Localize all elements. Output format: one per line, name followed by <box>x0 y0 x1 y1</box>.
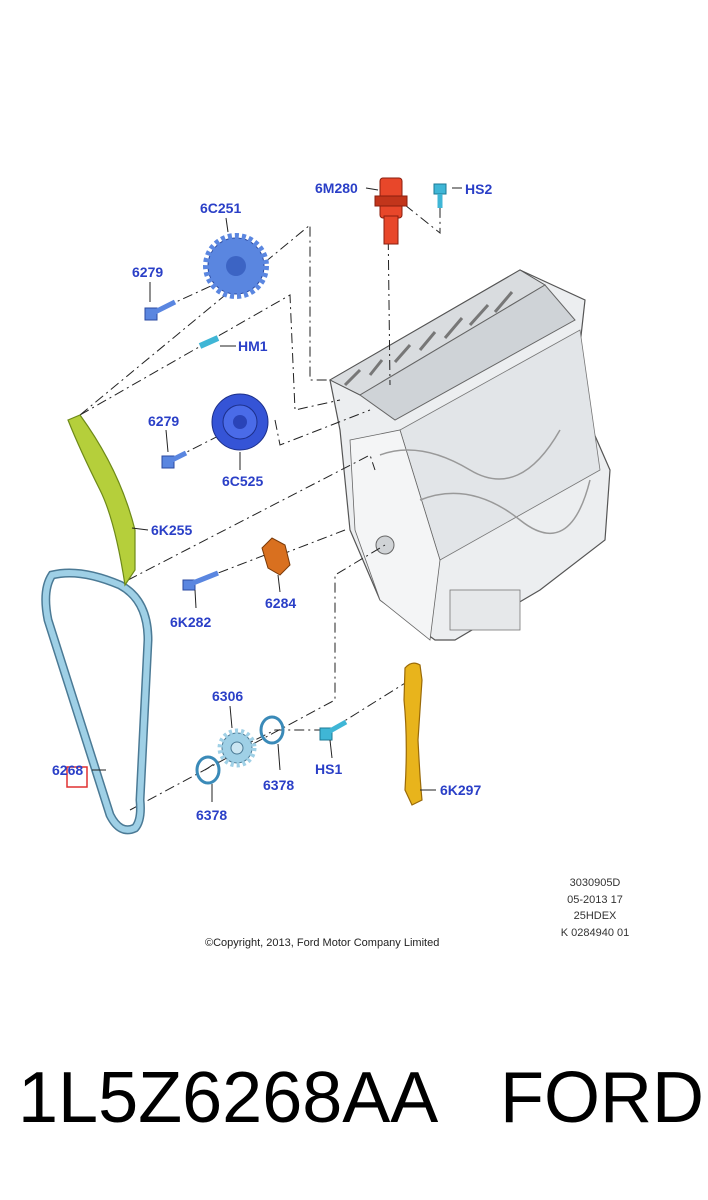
copyright-notice: ©Copyright, 2013, Ford Motor Company Lim… <box>205 937 440 949</box>
label-6279-lower: 6279 <box>148 413 179 429</box>
vct-unit-6c525 <box>211 393 269 451</box>
camshaft-sprocket-6c251 <box>203 233 269 299</box>
label-6c525: 6C525 <box>222 473 263 489</box>
washer-6378-rear <box>259 715 285 745</box>
bolt-hs2 <box>433 183 447 208</box>
label-6284: 6284 <box>265 595 296 611</box>
label-6378-rear: 6378 <box>263 777 294 793</box>
oil-control-solenoid <box>374 177 408 245</box>
label-6m280: 6M280 <box>315 180 358 196</box>
exploded-parts-diagram: 6M280 HS2 6C251 6279 HM1 6279 6C525 6K25… <box>41 177 611 835</box>
timing-chain <box>41 568 153 835</box>
label-6268: 6268 <box>52 762 83 778</box>
drawing-id: 3030905D <box>569 877 621 889</box>
label-6k282: 6K282 <box>170 614 211 630</box>
brand-name: FORD <box>500 1058 704 1138</box>
label-6279-upper: 6279 <box>132 264 163 280</box>
crankshaft-sprocket-6306 <box>217 728 257 768</box>
label-hs2: HS2 <box>465 181 492 197</box>
bolt-6279-lower <box>161 450 188 469</box>
chain-guide-left <box>67 414 136 587</box>
bolt-6k282 <box>182 570 219 591</box>
label-6378-front: 6378 <box>196 807 227 823</box>
highlight-box <box>66 766 88 788</box>
drawing-ref: K 0284940 01 <box>560 927 630 939</box>
label-6306: 6306 <box>212 688 243 704</box>
leader-lines <box>92 187 462 802</box>
washer-6378-front <box>195 755 221 785</box>
drawing-date: 05-2013 17 <box>567 894 623 906</box>
label-6k255: 6K255 <box>151 522 192 538</box>
bolt-hs1 <box>319 719 348 741</box>
dowel-hm1 <box>198 335 220 349</box>
bolt-6279-upper <box>144 299 177 321</box>
label-hm1: HM1 <box>238 338 268 354</box>
part-number: 1L5Z6268AA <box>18 1058 439 1138</box>
label-hs1: HS1 <box>315 761 342 777</box>
engine-block <box>328 269 611 641</box>
drawing-code: 25HDEX <box>573 910 617 922</box>
chain-tensioner-6284 <box>261 537 291 576</box>
label-6c251: 6C251 <box>200 200 241 216</box>
label-6k297: 6K297 <box>440 782 481 798</box>
chain-guide-right <box>403 662 423 806</box>
